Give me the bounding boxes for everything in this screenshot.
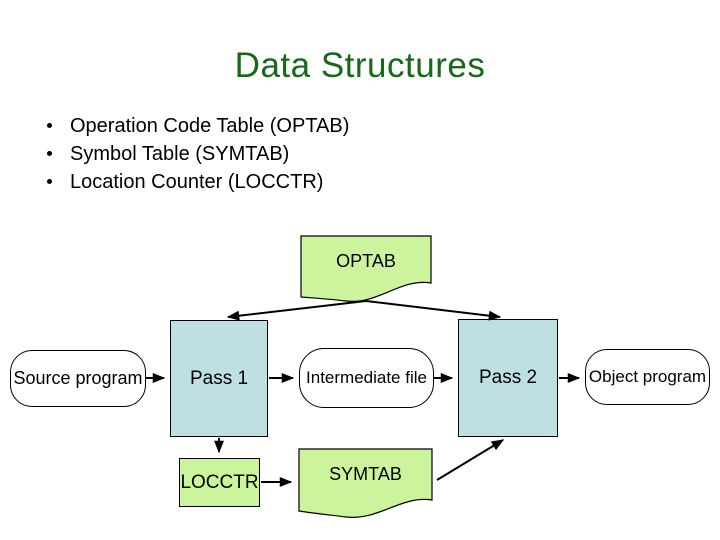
node-pass1-label: Pass 1	[189, 367, 249, 389]
slide-title: Data Structures	[234, 46, 486, 85]
node-symtab: SYMTAB	[298, 448, 433, 520]
node-object-program-label: Object program	[588, 367, 707, 386]
node-pass1: Pass 1	[170, 320, 268, 437]
bullet-item: Location Counter (LOCCTR)	[40, 168, 349, 196]
node-pass2: Pass 2	[458, 319, 558, 437]
node-pass2-label: Pass 2	[478, 367, 538, 388]
node-source-program: Source program	[10, 350, 146, 407]
bullet-item: Symbol Table (SYMTAB)	[40, 140, 349, 168]
bullet-text: Symbol Table (SYMTAB)	[70, 143, 290, 165]
document-shape-icon	[298, 448, 433, 518]
arrow-symtab-to-pass2	[436, 439, 505, 481]
node-source-program-label: Source program	[13, 368, 143, 388]
bullet-list: Operation Code Table (OPTAB) Symbol Tabl…	[40, 112, 349, 196]
node-optab-label: OPTAB	[336, 251, 396, 271]
node-object-program: Object program	[585, 349, 710, 405]
bullet-icon	[47, 151, 52, 156]
node-intermediate-file-label: Intermediate file	[306, 368, 427, 387]
node-locctr-label: LOCCTR	[180, 471, 259, 493]
node-locctr: LOCCTR	[179, 458, 260, 507]
node-symtab-label: SYMTAB	[329, 464, 402, 484]
bullet-icon	[47, 123, 52, 128]
bullet-text: Operation Code Table (OPTAB)	[70, 115, 350, 137]
node-intermediate-file: Intermediate file	[299, 348, 434, 408]
bullet-icon	[47, 179, 52, 184]
bullet-text: Location Counter (LOCCTR)	[70, 171, 324, 193]
bullet-item: Operation Code Table (OPTAB)	[40, 112, 349, 140]
node-optab: OPTAB	[300, 235, 432, 305]
